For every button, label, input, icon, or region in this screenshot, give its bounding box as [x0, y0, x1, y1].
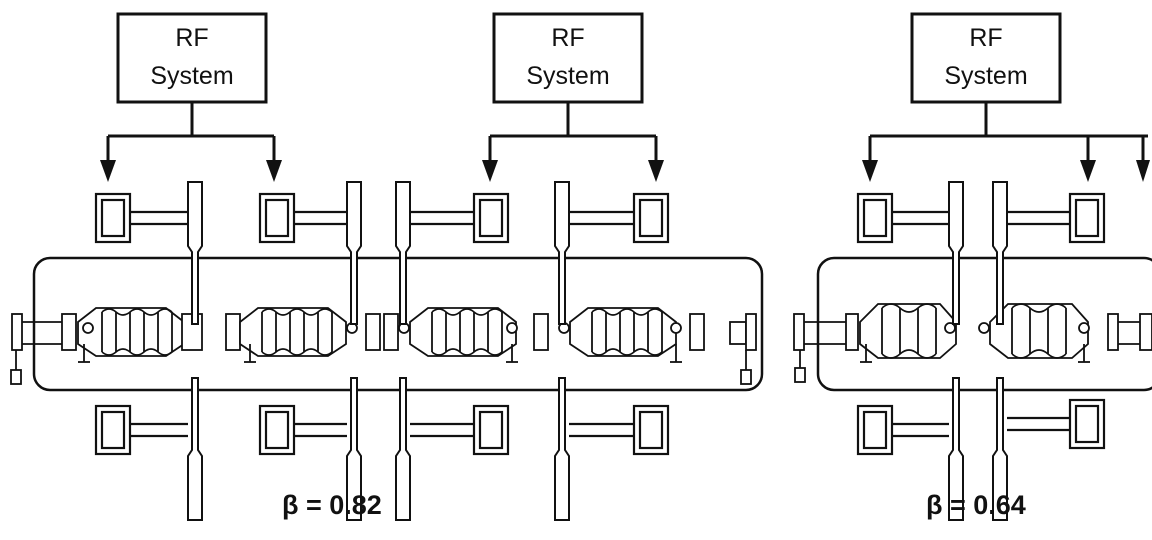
rf-system-3: RF System — [862, 12, 1150, 182]
cavity-2 — [225, 307, 381, 363]
rf-system-1-label-line1: RF — [175, 24, 208, 52]
cryomodule-beta-064: β = 0.64 — [793, 181, 1152, 521]
cavity-5 — [845, 303, 957, 363]
coupler-post — [187, 181, 570, 521]
cavity-1 — [61, 307, 203, 363]
rf-system-2: RF System — [482, 12, 664, 182]
arrow-down-icon — [648, 160, 664, 182]
arrow-down-icon — [266, 160, 282, 182]
waveguide-box — [856, 192, 1106, 456]
rf-system-1-label-line2: System — [150, 62, 233, 90]
beta-label-2: β = 0.64 — [926, 490, 1026, 520]
arrow-down-icon — [1136, 160, 1150, 182]
rf-system-2-label-line2: System — [526, 62, 609, 90]
arrow-down-icon — [1080, 160, 1096, 182]
arrow-down-icon — [100, 160, 116, 182]
waveguide-box — [94, 192, 670, 456]
arrow-down-icon — [482, 160, 498, 182]
arrow-down-icon — [862, 160, 878, 182]
cryomodule-beta-082: β = 0.82 — [10, 181, 764, 521]
rf-system-3-label-line2: System — [944, 62, 1027, 90]
rf-system-2-label-line1: RF — [551, 24, 584, 52]
rf-system-1: RF System — [100, 12, 282, 182]
rf-system-3-label-line1: RF — [969, 24, 1002, 52]
beta-label-1: β = 0.82 — [282, 490, 382, 520]
cavity-6 — [978, 303, 1090, 363]
cavity-4 — [558, 307, 705, 363]
coupler-post — [948, 181, 1008, 521]
cavity-3 — [383, 307, 549, 363]
